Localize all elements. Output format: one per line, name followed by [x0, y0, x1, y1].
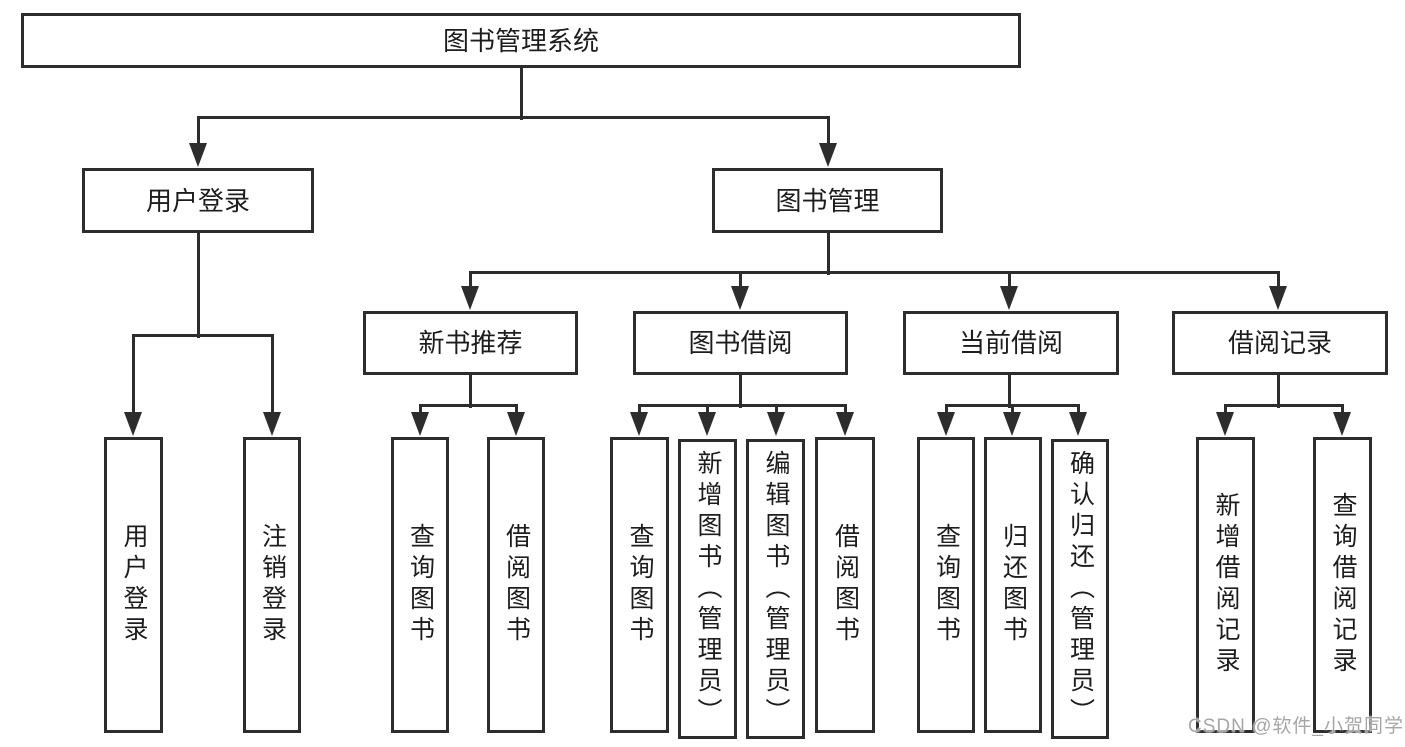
arrowhead-icon — [507, 412, 525, 436]
node-library-management-system: 图书管理系统 — [21, 13, 1021, 68]
connector-line — [197, 116, 200, 149]
arrowhead-icon — [1069, 412, 1087, 436]
node-new-book-recommendation: 新书推荐 — [363, 311, 578, 375]
arrowhead-icon — [263, 412, 281, 436]
connector-line — [132, 334, 274, 337]
connector-line — [419, 404, 518, 407]
arrowhead-icon — [189, 143, 207, 167]
connector-line — [469, 271, 472, 291]
connector-line — [1224, 404, 1227, 416]
connector-line — [1224, 404, 1344, 407]
arrowhead-icon — [731, 286, 749, 310]
leaf-query-books-1: 查询图书 — [391, 437, 449, 733]
arrowhead-icon — [1003, 412, 1021, 436]
arrowhead-icon — [1333, 412, 1351, 436]
leaf-return-book: 归还图书 — [984, 437, 1042, 733]
leaf-query-borrow-record: 查询借阅记录 — [1313, 437, 1372, 733]
leaf-edit-book-admin: 编辑图书（管理员） — [746, 439, 805, 739]
connector-line — [827, 116, 830, 149]
arrowhead-icon — [1000, 286, 1018, 310]
leaf-borrow-books-2: 借阅图书 — [815, 437, 875, 733]
connector-line — [469, 271, 1280, 274]
connector-line — [706, 404, 709, 416]
connector-line — [1277, 374, 1280, 408]
connector-line — [844, 404, 847, 416]
connector-line — [197, 116, 830, 119]
arrowhead-icon — [461, 286, 479, 310]
node-user-login: 用户登录 — [82, 168, 314, 233]
arrowhead-icon — [1269, 286, 1287, 310]
connector-line — [1008, 374, 1011, 408]
connector-line — [827, 231, 830, 275]
arrowhead-icon — [124, 412, 142, 436]
connector-line — [1077, 404, 1080, 416]
connector-line — [1011, 404, 1014, 416]
leaf-query-books-3: 查询图书 — [917, 437, 975, 733]
node-book-borrowing: 图书借阅 — [633, 311, 848, 375]
leaf-add-book-admin: 新增图书（管理员） — [678, 439, 737, 739]
leaf-confirm-return-admin: 确认归还（管理员） — [1051, 439, 1109, 739]
arrowhead-icon — [937, 412, 955, 436]
connector-line — [739, 271, 742, 291]
node-current-borrowing: 当前借阅 — [903, 311, 1119, 375]
connector-line — [1008, 271, 1011, 291]
leaf-add-borrow-record: 新增借阅记录 — [1196, 437, 1255, 733]
connector-line — [775, 404, 778, 416]
leaf-logout-login: 注销登录 — [243, 437, 301, 733]
connector-line — [271, 334, 274, 417]
leaf-borrow-books-1: 借阅图书 — [487, 437, 545, 733]
arrowhead-icon — [767, 412, 785, 436]
arrowhead-icon — [698, 412, 716, 436]
arrowhead-icon — [630, 412, 648, 436]
watermark: CSDN @软件_小贺同学 — [1188, 716, 1404, 737]
connector-line — [197, 231, 200, 338]
connector-line — [132, 334, 135, 417]
connector-line — [515, 404, 518, 416]
connector-line — [469, 374, 472, 408]
node-book-management: 图书管理 — [712, 168, 943, 233]
connector-line — [520, 67, 523, 120]
connector-line — [1341, 404, 1344, 416]
connector-line — [945, 404, 948, 416]
leaf-query-books-2: 查询图书 — [610, 437, 669, 733]
connector-line — [1277, 271, 1280, 291]
arrowhead-icon — [836, 412, 854, 436]
leaf-user-login: 用户登录 — [104, 437, 163, 733]
arrowhead-icon — [819, 143, 837, 167]
connector-line — [419, 404, 422, 416]
connector-line — [638, 404, 847, 407]
arrowhead-icon — [1216, 412, 1234, 436]
arrowhead-icon — [411, 412, 429, 436]
connector-line — [739, 374, 742, 408]
connector-line — [638, 404, 641, 416]
node-borrowing-records: 借阅记录 — [1172, 311, 1388, 375]
